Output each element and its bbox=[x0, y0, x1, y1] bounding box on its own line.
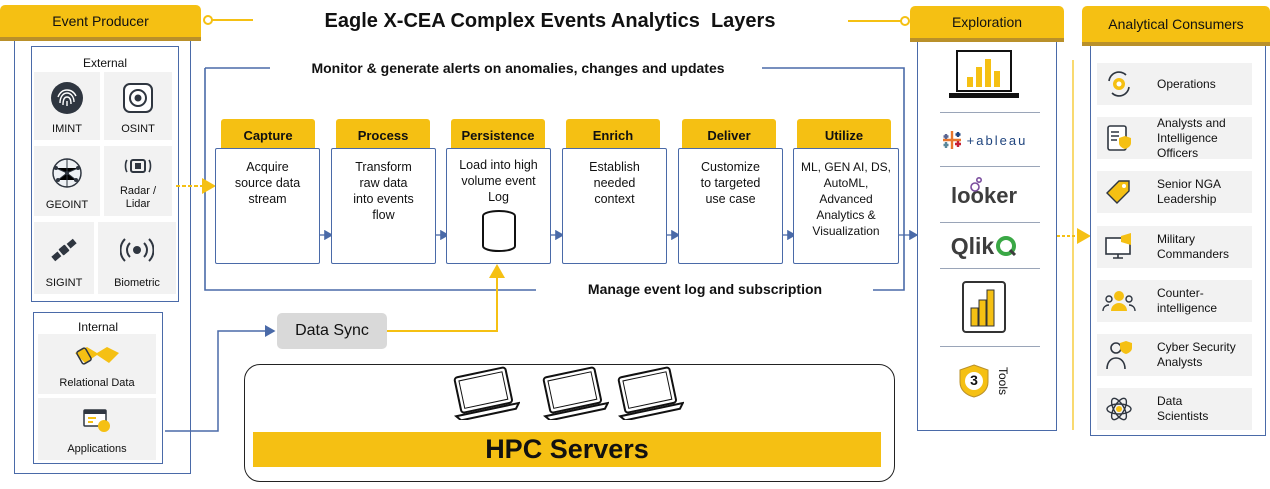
team-icon bbox=[1097, 287, 1141, 315]
stage-header-utilize: Utilize bbox=[797, 119, 891, 154]
stage-desc-persistence: Load into high volume event Log bbox=[459, 158, 538, 204]
handshake-icon bbox=[71, 334, 123, 377]
tool-label: Tools bbox=[996, 366, 1010, 395]
diagram-title: Eagle X-CEA Complex Events Analytics Lay… bbox=[324, 10, 776, 32]
tool-label: Qlik bbox=[950, 232, 995, 259]
tool-label: +ableau bbox=[966, 132, 1028, 148]
consumer-cyber-security: Cyber Security Analysts bbox=[1097, 334, 1252, 376]
title-connector-left bbox=[208, 19, 253, 21]
consumer-counterintelligence: Counter- intelligence bbox=[1097, 280, 1252, 322]
looker-logo-icon: looker bbox=[922, 174, 1046, 218]
atom-icon bbox=[1097, 394, 1141, 424]
tools-badge-number: 3 bbox=[970, 372, 978, 388]
source-label: Relational Data bbox=[59, 377, 135, 389]
data-sync-box: Data Sync bbox=[277, 313, 387, 349]
consumer-operations: Operations bbox=[1097, 63, 1252, 105]
source-tile-imint: IMINT bbox=[34, 72, 100, 140]
laptop-icon bbox=[537, 366, 610, 425]
consumer-military: Military Commanders bbox=[1097, 226, 1252, 268]
consumer-senior-nga: Senior NGA Leadership bbox=[1097, 171, 1252, 213]
monitor-megaphone-icon bbox=[1097, 232, 1141, 262]
exploration-divider bbox=[940, 346, 1040, 347]
consumer-label: Senior NGA Leadership bbox=[1157, 177, 1222, 206]
monitor-caption: Monitor & generate alerts on anomalies, … bbox=[311, 60, 725, 76]
stage-header-enrich: Enrich bbox=[566, 119, 660, 154]
tableau-logo-icon: +ableau bbox=[922, 120, 1046, 160]
source-tile-sigint: SIGINT bbox=[34, 222, 94, 294]
database-icon bbox=[447, 209, 550, 255]
analyst-shield-icon bbox=[1097, 339, 1141, 371]
power-bi-logo-icon bbox=[922, 278, 1046, 336]
bar-chart-laptop-icon bbox=[922, 44, 1046, 106]
consumer-data-scientists: Data Scientists bbox=[1097, 388, 1252, 430]
source-tile-osint: OSINT bbox=[104, 72, 172, 140]
clipboard-shield-icon bbox=[1097, 122, 1141, 154]
source-label: GEOINT bbox=[45, 199, 89, 211]
source-tile-applications: Applications bbox=[38, 398, 156, 460]
internal-label: Internal bbox=[77, 320, 119, 334]
stage-header-persistence: Persistence bbox=[451, 119, 545, 154]
tag-icon bbox=[1097, 177, 1141, 207]
stage-header-process: Process bbox=[336, 119, 430, 154]
exploration-divider bbox=[940, 268, 1040, 269]
laptop-icon bbox=[448, 366, 521, 425]
camera-lens-icon bbox=[123, 72, 153, 123]
stage-header-capture: Capture bbox=[221, 119, 315, 154]
signal-waves-icon bbox=[120, 222, 154, 277]
hpc-servers-label: HPC Servers bbox=[253, 432, 881, 467]
event-producer-header: Event Producer bbox=[0, 5, 201, 41]
source-tile-radar: Radar / Lidar bbox=[104, 146, 172, 216]
source-label: IMINT bbox=[52, 123, 82, 135]
stage-header-deliver: Deliver bbox=[682, 119, 776, 154]
exploration-header: Exploration bbox=[910, 6, 1064, 42]
consumer-analysts: Analysts and Intelligence Officers bbox=[1097, 115, 1252, 160]
satellite-icon bbox=[49, 222, 79, 277]
stage-box-process: Transform raw data into events flow bbox=[331, 148, 436, 264]
laptop-icon bbox=[612, 366, 685, 425]
source-label: SIGINT bbox=[45, 277, 83, 289]
globe-network-icon bbox=[50, 146, 84, 199]
source-tile-relational-data: Relational Data bbox=[38, 334, 156, 394]
title-dot-left bbox=[203, 15, 213, 25]
exploration-divider bbox=[940, 166, 1040, 167]
app-window-icon bbox=[82, 398, 112, 443]
consumer-label: Counter- intelligence bbox=[1157, 286, 1218, 315]
consumer-label: Military Commanders bbox=[1157, 232, 1230, 261]
source-label: Radar / Lidar bbox=[119, 185, 157, 210]
consumer-label: Analysts and Intelligence Officers bbox=[1157, 115, 1226, 160]
source-label: OSINT bbox=[121, 123, 155, 135]
manage-caption: Manage event log and subscription bbox=[587, 281, 823, 297]
stage-box-persistence: Load into high volume event Log bbox=[446, 148, 551, 264]
fingerprint-icon bbox=[50, 72, 84, 123]
exploration-divider bbox=[940, 222, 1040, 223]
source-label: Applications bbox=[67, 443, 127, 455]
number-badge-icon: 3 Tools bbox=[922, 356, 1046, 406]
stage-box-utilize: ML, GEN AI, DS, AutoML, Advanced Analyti… bbox=[793, 148, 899, 264]
consumer-label: Operations bbox=[1157, 76, 1216, 91]
qlik-logo-icon: Qlik bbox=[922, 228, 1046, 264]
exploration-panel bbox=[917, 36, 1057, 431]
consumers-header: Analytical Consumers bbox=[1082, 6, 1270, 46]
source-label: Biometric bbox=[114, 277, 160, 289]
source-tile-biometric: Biometric bbox=[98, 222, 176, 294]
exploration-divider bbox=[940, 112, 1040, 113]
external-label: External bbox=[82, 56, 128, 70]
consumer-label: Data Scientists bbox=[1157, 394, 1209, 423]
stage-box-enrich: Establish needed context bbox=[562, 148, 667, 264]
title-connector-right bbox=[848, 20, 904, 22]
source-tile-geoint: GEOINT bbox=[34, 146, 100, 216]
consumer-label: Cyber Security Analysts bbox=[1157, 340, 1236, 369]
gear-cycle-icon bbox=[1097, 69, 1141, 99]
title-dot-right bbox=[900, 16, 910, 26]
stage-box-capture: Acquire source data stream bbox=[215, 148, 320, 264]
tool-label: looker bbox=[950, 183, 1018, 208]
radar-icon bbox=[123, 146, 153, 185]
stage-box-deliver: Customize to targeted use case bbox=[678, 148, 783, 264]
